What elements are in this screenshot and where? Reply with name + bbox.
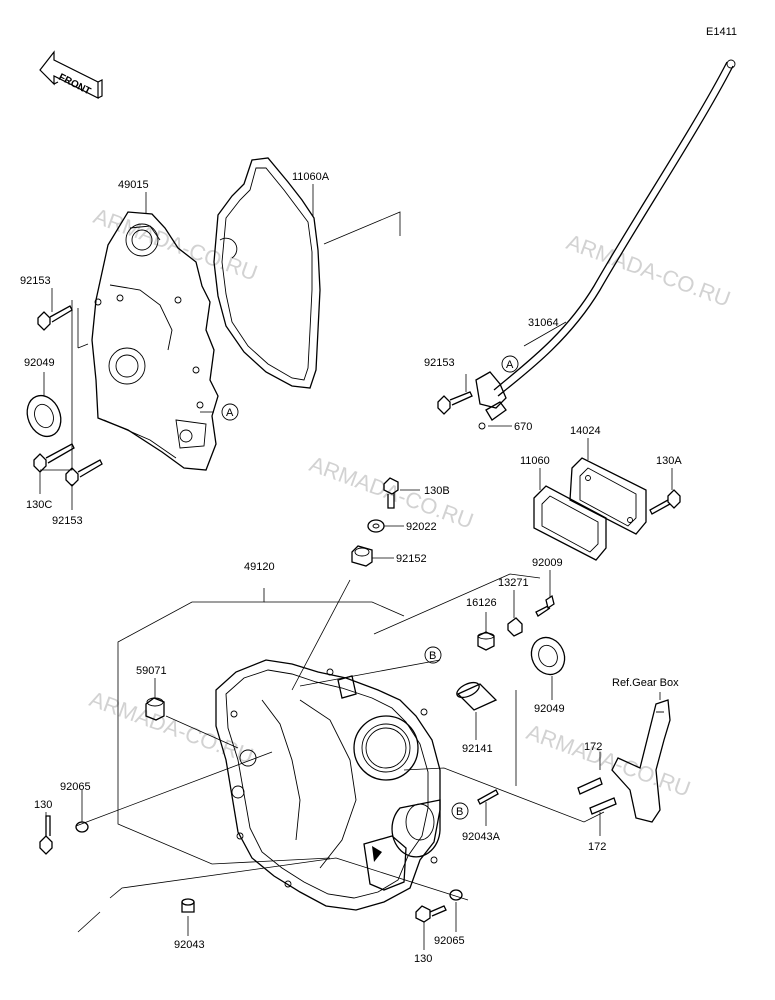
label-92153-bottom: 92153: [52, 515, 83, 527]
oil-seal-92049-left: [26, 394, 62, 438]
label-92153-top: 92153: [20, 275, 51, 287]
bolt-130C: [33, 443, 75, 473]
oil-seal-92049-right: [530, 636, 566, 676]
studs-172: [577, 777, 617, 815]
watermark-2: ARMADA-CO.RU: [563, 229, 734, 311]
bolt-92153-right: [437, 391, 473, 415]
gasket-11060A: [213, 157, 321, 389]
watermarks: ARMADA-CO.RU ARMADA-CO.RU ARMADA-CO.RU A…: [86, 203, 734, 801]
bolt-130B: [383, 477, 399, 509]
bolt-130-bottom: [415, 905, 447, 923]
label-59071: 59071: [136, 665, 167, 677]
pin-92043A: [477, 789, 499, 805]
bushing-92141: [456, 681, 498, 711]
watermark-5: ARMADA-CO.RU: [523, 719, 694, 801]
bolt-92153-bottom: [65, 459, 103, 487]
label-92141: 92141: [462, 743, 493, 755]
label-14024: 14024: [570, 425, 601, 437]
label-92065-left: 92065: [60, 781, 91, 793]
label-130B: 130B: [424, 485, 450, 497]
label-172-bottom: 172: [588, 841, 606, 853]
callout-a-left: A: [221, 403, 239, 421]
label-11060: 11060: [520, 455, 550, 467]
label-172-top: 172: [584, 741, 602, 753]
callout-b-bottom: B: [451, 802, 469, 820]
gasket-11060: [533, 485, 607, 561]
watermark-3: ARMADA-CO.RU: [306, 451, 477, 533]
washer-92065-bottom: [449, 889, 463, 901]
bolt-92153-top: [37, 305, 73, 331]
callout-a-right: A: [501, 355, 519, 373]
label-13271: 13271: [498, 577, 529, 589]
label-31064: 31064: [528, 317, 559, 329]
oil-pipe-31064: [475, 59, 736, 421]
callout-b-bottom-text: B: [456, 806, 463, 818]
pin-16126: [477, 631, 495, 651]
label-16126: 16126: [466, 597, 497, 609]
label-11060A: 11060A: [292, 171, 330, 183]
leader-lines: [39, 184, 673, 950]
o-ring-670: [478, 422, 486, 430]
bolt-92009: [535, 594, 555, 617]
label-92043: 92043: [174, 939, 205, 951]
part-labels: 49015 11060A 92153 92049 130C 92153 3106…: [20, 171, 682, 965]
label-49015: 49015: [118, 179, 149, 191]
label-92153-right: 92153: [424, 357, 455, 369]
bolt-130A: [649, 489, 681, 515]
label-92043A: 92043A: [462, 831, 501, 843]
diagram-code: E1411: [706, 26, 737, 38]
callout-a-left-text: A: [226, 407, 234, 419]
label-92049-left: 92049: [24, 357, 55, 369]
label-670: 670: [514, 421, 532, 433]
label-130A: 130A: [656, 455, 682, 467]
label-92152: 92152: [396, 553, 427, 565]
label-92049-right: 92049: [534, 703, 565, 715]
front-cover-49015: [91, 211, 219, 471]
cover-plate-14024: [569, 457, 647, 535]
front-arrow-icon: FRONT: [39, 50, 103, 99]
oil-seal-92152: [351, 545, 373, 567]
label-92022: 92022: [406, 521, 437, 533]
label-130-left: 130: [34, 799, 52, 811]
label-92009: 92009: [532, 557, 563, 569]
bracket-gear-box: [611, 699, 671, 823]
label-ref-gear-box: Ref.Gear Box: [612, 677, 679, 689]
label-49120: 49120: [244, 561, 275, 573]
plug-13271: [507, 617, 523, 637]
label-92065-bottom: 92065: [434, 935, 465, 947]
washer-92022: [367, 519, 385, 533]
callout-b-top-text: B: [429, 650, 436, 662]
label-130-bottom: 130: [414, 953, 432, 965]
crankcase-cover-49120: [215, 659, 441, 911]
watermark-4: ARMADA-CO.RU: [86, 686, 257, 768]
callout-a-right-text: A: [506, 359, 514, 371]
dowel-92043: [181, 898, 195, 913]
callout-b-top: B: [424, 646, 442, 664]
label-130C: 130C: [26, 499, 52, 511]
